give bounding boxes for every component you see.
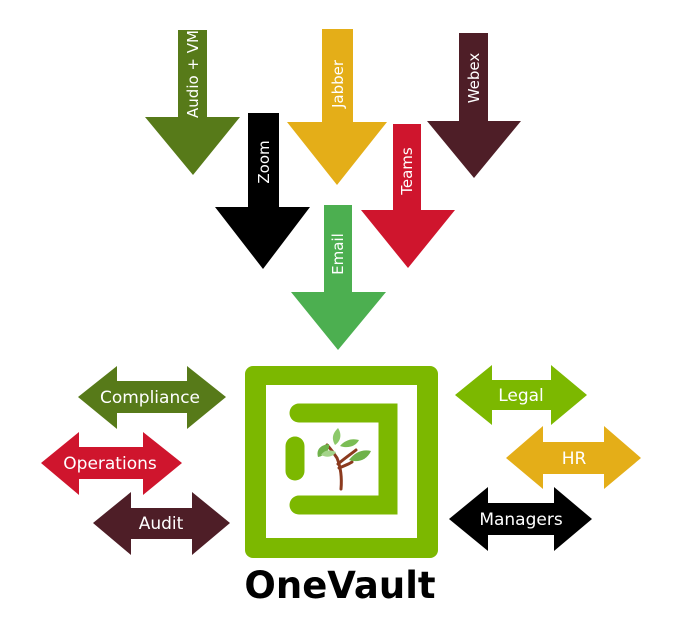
arrow-legal-shape xyxy=(455,365,587,425)
arrow-audio-vm-shape xyxy=(145,30,240,175)
arrow-audio-vm-label: Audio + VM xyxy=(184,30,202,118)
consumer-arrow-hr[interactable]: HR xyxy=(506,426,641,489)
arrow-email-shape xyxy=(291,205,386,350)
arrow-jabber-shape xyxy=(287,29,387,185)
input-arrow-teams: Teams xyxy=(361,124,455,268)
consumer-arrow-operations[interactable]: Operations xyxy=(41,432,182,495)
input-arrow-jabber: Jabber xyxy=(287,29,387,185)
arrow-managers-label: Managers xyxy=(479,510,563,530)
consumer-arrow-managers[interactable]: Managers xyxy=(449,487,592,551)
arrow-webex-shape xyxy=(427,33,521,178)
arrow-email-label: Email xyxy=(329,233,347,275)
arrow-zoom-shape xyxy=(215,113,310,269)
tree-icon xyxy=(317,428,371,491)
vault-door xyxy=(289,403,398,515)
arrow-webex-label: Webex xyxy=(465,53,483,104)
arrow-managers-shape xyxy=(449,487,592,551)
arrow-zoom-label: Zoom xyxy=(255,140,273,183)
arrow-hr-shape xyxy=(506,426,641,489)
arrow-legal-label: Legal xyxy=(498,386,544,406)
input-arrow-webex: Webex xyxy=(427,33,521,178)
arrow-hr-label: HR xyxy=(562,449,587,469)
consumer-arrow-legal[interactable]: Legal xyxy=(455,365,587,425)
arrow-operations-label: Operations xyxy=(63,454,157,474)
arrow-jabber-label: Jabber xyxy=(329,59,347,109)
arrow-compliance-shape xyxy=(78,366,226,429)
arrow-teams-label: Teams xyxy=(398,147,416,196)
arrow-compliance-label: Compliance xyxy=(100,388,200,408)
arrow-teams-shape xyxy=(361,124,455,268)
vault-logo xyxy=(245,366,438,558)
arrow-audit-shape xyxy=(93,492,230,555)
arrow-operations-shape xyxy=(41,432,182,495)
vault-title: OneVault xyxy=(244,564,435,607)
arrow-audit-label: Audit xyxy=(139,514,184,534)
consumer-arrow-audit[interactable]: Audit xyxy=(93,492,230,555)
input-arrow-email: Email xyxy=(291,205,386,350)
consumer-arrow-compliance[interactable]: Compliance xyxy=(78,366,226,429)
input-arrow-zoom: Zoom xyxy=(215,113,310,269)
input-arrow-audio-vm: Audio + VM xyxy=(145,30,240,175)
